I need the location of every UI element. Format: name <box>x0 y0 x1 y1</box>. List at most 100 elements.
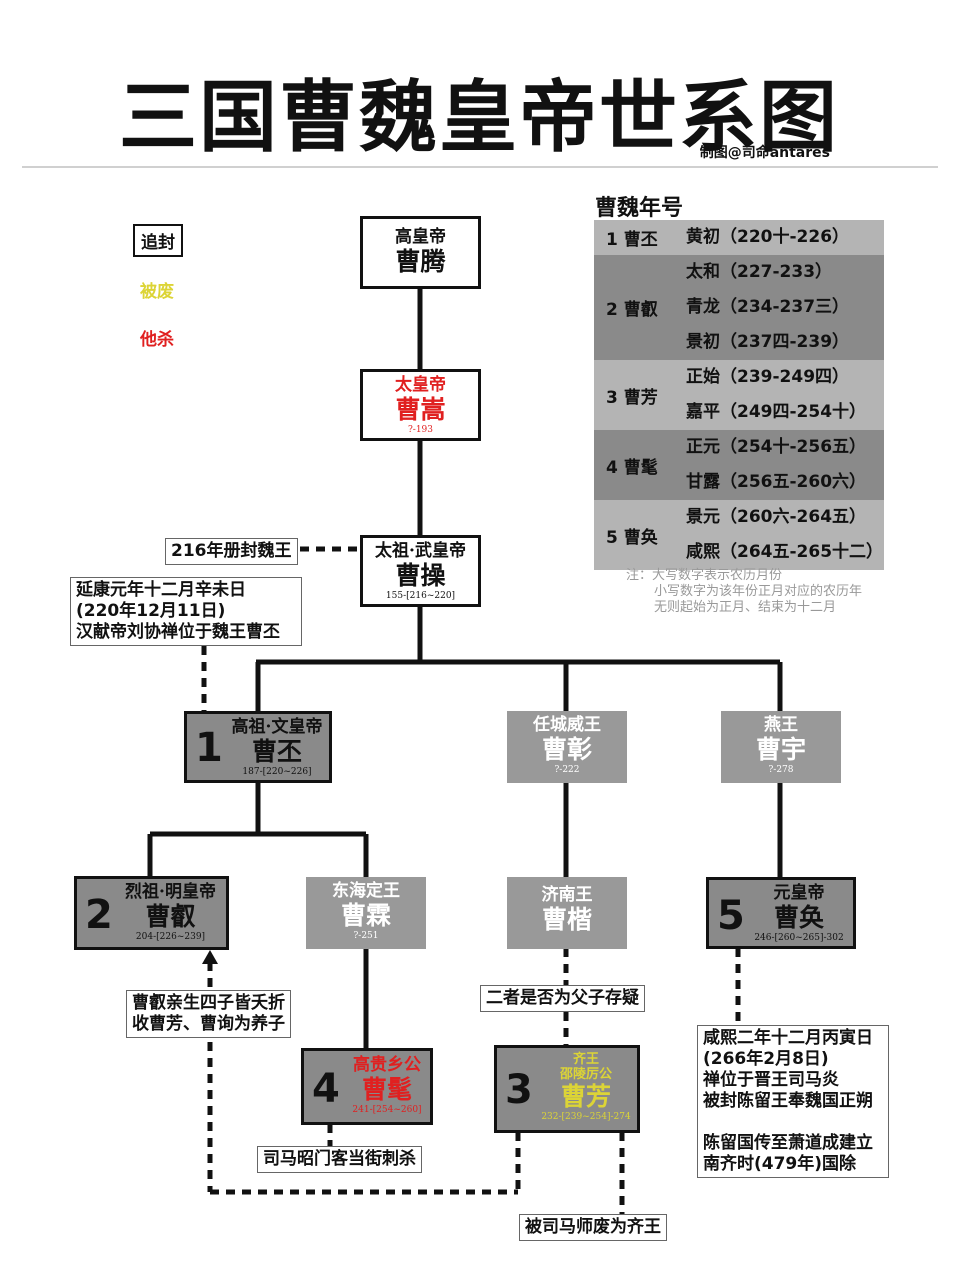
note-abdication: 延康元年十二月辛未日 (220年12月11日) 汉献帝刘协禅位于魏王曹丕 <box>70 577 302 646</box>
node-title: 元皇帝 <box>773 883 825 903</box>
node-years: 232-[239~254]-274 <box>541 1112 631 1122</box>
era-row: 2 曹叡 太和（227-233）青龙（234-237三）景初（237四-239） <box>594 255 884 360</box>
note-deposed: 被司马师废为齐王 <box>519 1214 667 1241</box>
node-cao-kai: 济南王 曹楷 <box>507 877 627 949</box>
emperor-number: 4 <box>312 1066 340 1112</box>
era-row: 1 曹丕 黄初（220十-226） <box>594 220 884 255</box>
era-note-line: 小写数字为该年份正月对应的农历年 <box>654 584 863 599</box>
node-years: ?-251 <box>353 931 379 941</box>
node-title: 任城威王 <box>533 715 601 735</box>
node-title: 太祖·武皇帝 <box>375 541 466 561</box>
node-years: 187-[220~226] <box>242 767 312 777</box>
node-years: ?-193 <box>407 425 434 435</box>
note-line: 延康元年十二月辛未日 <box>76 580 246 600</box>
era-names: 景元（260六-264五） 咸熙（264五-265十二） <box>686 500 883 570</box>
node-name: 曹霖 <box>340 901 391 930</box>
era-row: 3 曹芳 正始（239-249四） 嘉平（249四-254十） <box>594 360 884 430</box>
era-name: 正始（239-249四） <box>686 367 850 387</box>
node-cao-fang: 3 齐王 邵陵厉公 曹芳 232-[239~254]-274 <box>494 1045 640 1133</box>
note-line: 被封陈留王奉魏国正朔 <box>703 1091 873 1111</box>
era-name: 黄初（220十-226） <box>686 227 850 247</box>
era-names: 黄初（220十-226） <box>686 220 849 255</box>
node-title: 太皇帝 <box>395 375 446 395</box>
node-cao-rui: 2 烈祖·明皇帝 曹叡 204-[226~239] <box>74 876 229 950</box>
note-line: 禅位于晋王司马炎 <box>703 1070 839 1090</box>
node-cao-lin: 东海定王 曹霖 ?-251 <box>306 877 426 949</box>
era-row: 4 曹髦 正元（254十-256五）甘露（256五-260六） <box>594 430 884 500</box>
note-line: 汉献帝刘协禅位于魏王曹丕 <box>76 622 280 642</box>
era-name: 景元（260六-264五） <box>686 507 867 527</box>
emperor-number: 2 <box>85 892 113 938</box>
node-title: 齐王 <box>572 1052 599 1067</box>
era-names: 正元（254十-256五）甘露（256五-260六） <box>686 430 866 500</box>
node-title: 烈祖·明皇帝 <box>125 882 216 902</box>
node-years: ?-278 <box>768 765 794 775</box>
node-title: 燕王 <box>764 715 798 735</box>
note-line: 南齐时(479年)国除 <box>703 1154 857 1174</box>
era-name: 咸熙（264五-265十二） <box>686 542 884 562</box>
node-cao-pi: 1 高祖·文皇帝 曹丕 187-[220~226] <box>184 711 332 783</box>
node-name: 曹芳 <box>560 1082 611 1111</box>
node-name: 曹宇 <box>755 735 806 764</box>
note-line: (220年12月11日) <box>76 601 226 621</box>
legend-label: 追封 <box>141 233 175 253</box>
era-emperor: 5 曹奂 <box>606 527 658 548</box>
node-years: ?-222 <box>554 765 580 775</box>
credit: 制图@司命antares <box>699 145 830 161</box>
node-title: 高皇帝 <box>395 227 446 247</box>
legend-posthumous: 追封 <box>133 224 183 257</box>
node-name: 曹嵩 <box>395 395 446 424</box>
node-cao-huan: 5 元皇帝 曹奂 246-[260~265]-302 <box>706 877 856 949</box>
node-name: 曹奂 <box>773 903 824 932</box>
era-name: 景初（237四-239） <box>686 332 850 352</box>
era-row: 5 曹奂 景元（260六-264五） 咸熙（264五-265十二） <box>594 500 884 570</box>
note-paternity-doubt: 二者是否为父子存疑 <box>480 985 645 1012</box>
node-title: 高祖·文皇帝 <box>231 717 323 737</box>
emperor-number: 3 <box>505 1067 533 1113</box>
node-years: 204-[226~239] <box>135 932 206 942</box>
node-name: 曹叡 <box>145 902 196 931</box>
node-name: 曹操 <box>395 561 446 590</box>
era-emperor: 3 曹芳 <box>606 387 658 408</box>
node-title-2: 邵陵厉公 <box>559 1067 612 1082</box>
era-table: 1 曹丕 黄初（220十-226） 2 曹叡 太和（227-233）青龙（234-23… <box>594 220 884 570</box>
era-name: 太和（227-233） <box>686 262 833 282</box>
node-cao-cao: 太祖·武皇帝 曹操 155-[216~220] <box>360 535 481 607</box>
note-line: 陈留国传至萧道成建立 <box>703 1133 873 1153</box>
era-emperor: 1 曹丕 <box>606 230 658 250</box>
era-names: 正始（239-249四） 嘉平（249四-254十） <box>686 360 866 430</box>
era-name: 嘉平（249四-254十） <box>686 402 867 422</box>
era-emperor: 4 曹髦 <box>606 457 658 478</box>
node-years: 246-[260~265]-302 <box>754 933 844 943</box>
note-line: 咸熙二年十二月丙寅日 <box>703 1028 873 1048</box>
legend-killed: 他杀 <box>140 330 174 350</box>
emperor-number: 1 <box>195 725 223 771</box>
node-years: 241-[254~260] <box>352 1105 422 1115</box>
node-years: 155-[216~220] <box>385 591 456 601</box>
node-title: 东海定王 <box>332 881 400 901</box>
node-cao-song: 太皇帝 曹嵩 ?-193 <box>360 369 481 441</box>
node-name: 曹楷 <box>541 905 592 934</box>
note-adoption: 曹叡亲生四子皆夭折 收曹芳、曹询为养子 <box>126 990 291 1038</box>
note-wei-king: 216年册封魏王 <box>165 538 298 565</box>
node-name: 曹腾 <box>395 247 446 276</box>
node-title: 高贵乡公 <box>353 1055 421 1075</box>
era-emperor: 2 曹叡 <box>606 300 658 320</box>
note-assassinated: 司马昭门客当街刺杀 <box>257 1146 422 1173</box>
era-note-line: 注：大写数字表示农历月份 <box>626 568 783 583</box>
era-note-line: 无则起始为正月、结束为十二月 <box>654 600 837 615</box>
era-name: 正元（254十-256五） <box>686 437 867 457</box>
node-name: 曹丕 <box>251 737 302 766</box>
node-name: 曹髦 <box>361 1075 412 1104</box>
note-line: 收曹芳、曹询为养子 <box>132 1014 285 1034</box>
era-names: 太和（227-233）青龙（234-237三）景初（237四-239） <box>686 255 849 360</box>
node-cao-teng: 高皇帝 曹腾 <box>360 216 481 289</box>
divider <box>22 166 938 168</box>
node-name: 曹彰 <box>541 735 592 764</box>
note-line: 曹叡亲生四子皆夭折 <box>132 993 285 1013</box>
emperor-number: 5 <box>717 893 745 939</box>
era-note: 注：大写数字表示农历月份 小写数字为该年份正月对应的农历年 无则起始为正月、结束… <box>626 568 862 616</box>
node-cao-zhang: 任城威王 曹彰 ?-222 <box>507 711 627 783</box>
page-title: 三国曹魏皇帝世系图 <box>118 72 839 163</box>
note-end-of-wei: 咸熙二年十二月丙寅日 (266年2月8日) 禅位于晋王司马炎 被封陈留王奉魏国正… <box>697 1025 889 1178</box>
